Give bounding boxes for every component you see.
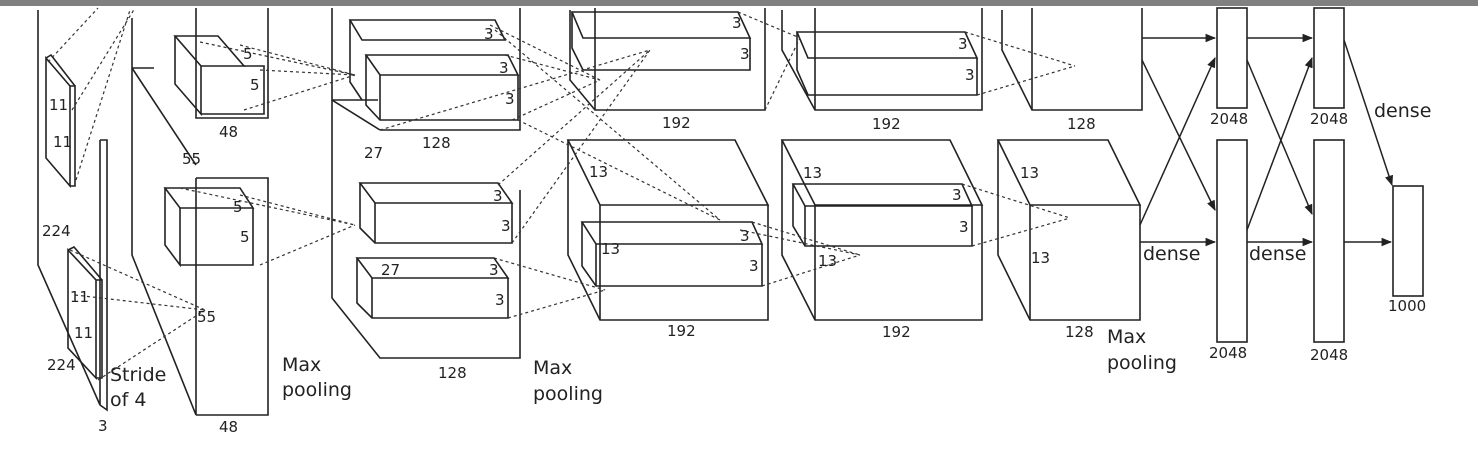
label-conv2-kernel-3g: 3 xyxy=(495,291,505,309)
label-maxpool2-line1: Max xyxy=(533,357,572,379)
label-input-224-width: 224 xyxy=(47,356,76,374)
label-conv3-depth-192-top: 192 xyxy=(662,114,691,132)
connection-lines xyxy=(47,7,1076,381)
label-conv3-kernel-3c: 3 xyxy=(740,227,750,245)
label-conv2-kernel-3f: 3 xyxy=(489,261,499,279)
label-conv4-kernel-3b: 3 xyxy=(965,66,975,84)
label-input-kernel-11b: 11 xyxy=(53,133,72,151)
label-conv2-kernel-3b: 3 xyxy=(499,59,509,77)
label-conv4-depth-192-top: 192 xyxy=(872,115,901,133)
label-fc7-2048-top: 2048 xyxy=(1310,110,1348,128)
label-conv2-kernel-3d: 3 xyxy=(493,187,503,205)
label-conv1-55-height: 55 xyxy=(182,150,201,168)
label-conv1-kernel-5d: 5 xyxy=(240,228,250,246)
label-conv4-depth-192-bottom: 192 xyxy=(882,323,911,341)
label-stride-line1: Stride xyxy=(110,364,166,386)
label-input-kernel-11c: 11 xyxy=(70,288,89,306)
label-conv4-kernel-3a: 3 xyxy=(958,35,968,53)
conv3-output-block xyxy=(566,8,770,321)
label-conv5-13-width: 13 xyxy=(1031,249,1050,267)
label-conv2-27-height: 27 xyxy=(364,144,383,162)
label-conv4-13-width: 13 xyxy=(818,252,837,270)
label-conv5-depth-128-bottom: 128 xyxy=(1065,323,1094,341)
label-conv4-13-height: 13 xyxy=(803,164,822,182)
conv4-output-block xyxy=(780,8,984,321)
label-conv3-kernel-3a: 3 xyxy=(732,14,742,32)
dense-layers-block xyxy=(1216,7,1424,343)
label-conv3-kernel-3d: 3 xyxy=(749,257,759,275)
label-maxpool3-line2: pooling xyxy=(1107,352,1177,374)
conv2-output-block xyxy=(331,8,521,359)
label-input-kernel-11a: 11 xyxy=(49,96,68,114)
label-conv1-depth-48-top: 48 xyxy=(219,123,238,141)
label-fc6-2048-top: 2048 xyxy=(1210,110,1248,128)
label-conv3-depth-192-bottom: 192 xyxy=(667,322,696,340)
label-conv2-27-width: 27 xyxy=(381,261,400,279)
label-conv1-kernel-5a: 5 xyxy=(243,45,253,63)
input-image-block xyxy=(37,10,108,412)
conv1-output-block xyxy=(131,8,269,416)
label-output-1000: 1000 xyxy=(1388,297,1426,315)
label-dense-fc6: dense xyxy=(1143,243,1200,265)
label-fc6-2048-bottom: 2048 xyxy=(1209,344,1247,362)
label-input-depth-3: 3 xyxy=(98,417,108,435)
label-conv5-13-height: 13 xyxy=(1020,164,1039,182)
label-stride-line2: of 4 xyxy=(110,389,146,411)
label-conv2-kernel-3c: 3 xyxy=(505,90,515,108)
window-top-bar xyxy=(0,0,1478,6)
label-conv2-depth-128-top: 128 xyxy=(422,134,451,152)
label-conv3-kernel-3b: 3 xyxy=(740,45,750,63)
label-conv2-kernel-3a: 3 xyxy=(484,25,494,43)
conv5-output-block xyxy=(996,8,1143,321)
label-maxpool3-line1: Max xyxy=(1107,326,1146,348)
label-maxpool2-line2: pooling xyxy=(533,383,603,405)
label-conv3-13-height: 13 xyxy=(589,163,608,181)
label-input-kernel-11d: 11 xyxy=(74,324,93,342)
label-maxpool1-line2: pooling xyxy=(282,379,352,401)
label-conv2-depth-128-bottom: 128 xyxy=(438,364,467,382)
diagram-labels: 11 11 224 11 11 224 3 Stride of 4 5 5 48… xyxy=(42,14,1431,436)
label-conv4-kernel-3d: 3 xyxy=(959,218,969,236)
label-conv1-depth-48-bottom: 48 xyxy=(219,418,238,436)
label-dense-output: dense xyxy=(1374,100,1431,122)
label-conv1-kernel-5c: 5 xyxy=(233,198,243,216)
label-maxpool1-line1: Max xyxy=(282,354,321,376)
label-conv4-kernel-3c: 3 xyxy=(952,186,962,204)
label-conv5-depth-128-top: 128 xyxy=(1067,115,1096,133)
label-fc7-2048-bottom: 2048 xyxy=(1310,346,1348,364)
label-dense-fc7: dense xyxy=(1249,243,1306,265)
label-conv1-kernel-5b: 5 xyxy=(250,76,260,94)
dense-arrows xyxy=(1139,33,1394,247)
label-conv2-kernel-3e: 3 xyxy=(501,217,511,235)
label-conv1-55-width: 55 xyxy=(197,308,216,326)
label-conv3-13-width: 13 xyxy=(601,240,620,258)
label-input-224-height: 224 xyxy=(42,222,71,240)
